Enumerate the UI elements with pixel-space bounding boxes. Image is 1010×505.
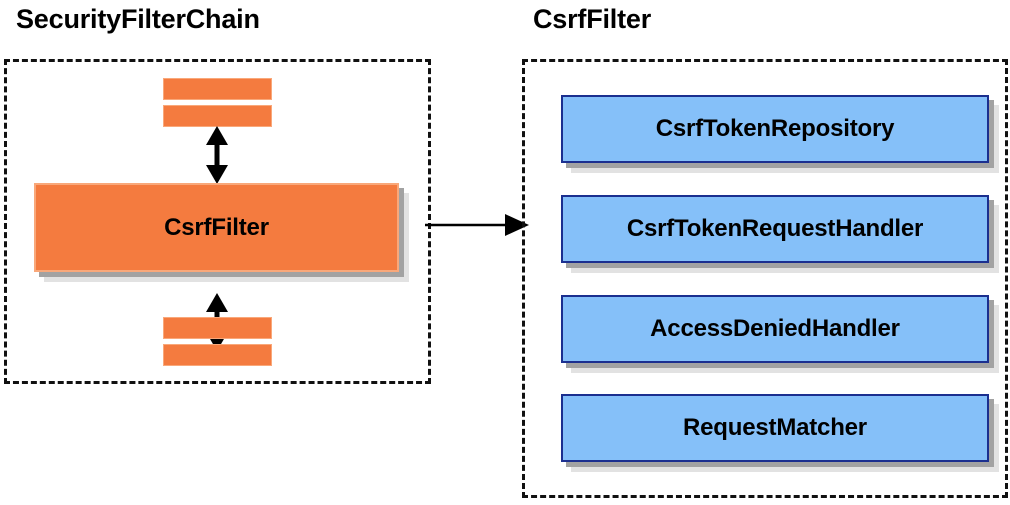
filter-stub-bottom-2 — [163, 344, 272, 366]
node-label: RequestMatcher — [683, 414, 867, 441]
node-csrf-token-request-handler[interactable]: CsrfTokenRequestHandler — [561, 195, 999, 273]
node-face: CsrfFilter — [34, 183, 399, 272]
group-security-filter-chain — [4, 59, 431, 384]
node-face: AccessDeniedHandler — [561, 295, 989, 363]
node-label: AccessDeniedHandler — [650, 315, 900, 342]
node-face: CsrfTokenRequestHandler — [561, 195, 989, 263]
group-csrf-filter-collaborators — [522, 59, 1008, 498]
node-label: CsrfTokenRepository — [655, 115, 895, 142]
node-csrf-filter[interactable]: CsrfFilter — [34, 183, 409, 282]
arrow-left-to-right — [425, 214, 529, 236]
filter-stub-top-1 — [163, 78, 272, 100]
filter-stub-bottom-1 — [163, 317, 272, 339]
node-csrf-token-repository[interactable]: CsrfTokenRepository — [561, 95, 999, 173]
node-access-denied-handler[interactable]: AccessDeniedHandler — [561, 295, 999, 373]
arrow-up-double — [198, 126, 236, 184]
node-face: CsrfTokenRepository — [561, 95, 989, 163]
node-label: CsrfFilter — [164, 213, 269, 241]
node-face: RequestMatcher — [561, 394, 989, 462]
node-label: CsrfTokenRequestHandler — [626, 215, 924, 242]
node-request-matcher[interactable]: RequestMatcher — [561, 394, 999, 472]
page-title-security-filter-chain: SecurityFilterChain — [16, 4, 260, 34]
filter-stub-top-2 — [163, 105, 272, 127]
page-title-csrf-filter: CsrfFilter — [533, 4, 652, 34]
